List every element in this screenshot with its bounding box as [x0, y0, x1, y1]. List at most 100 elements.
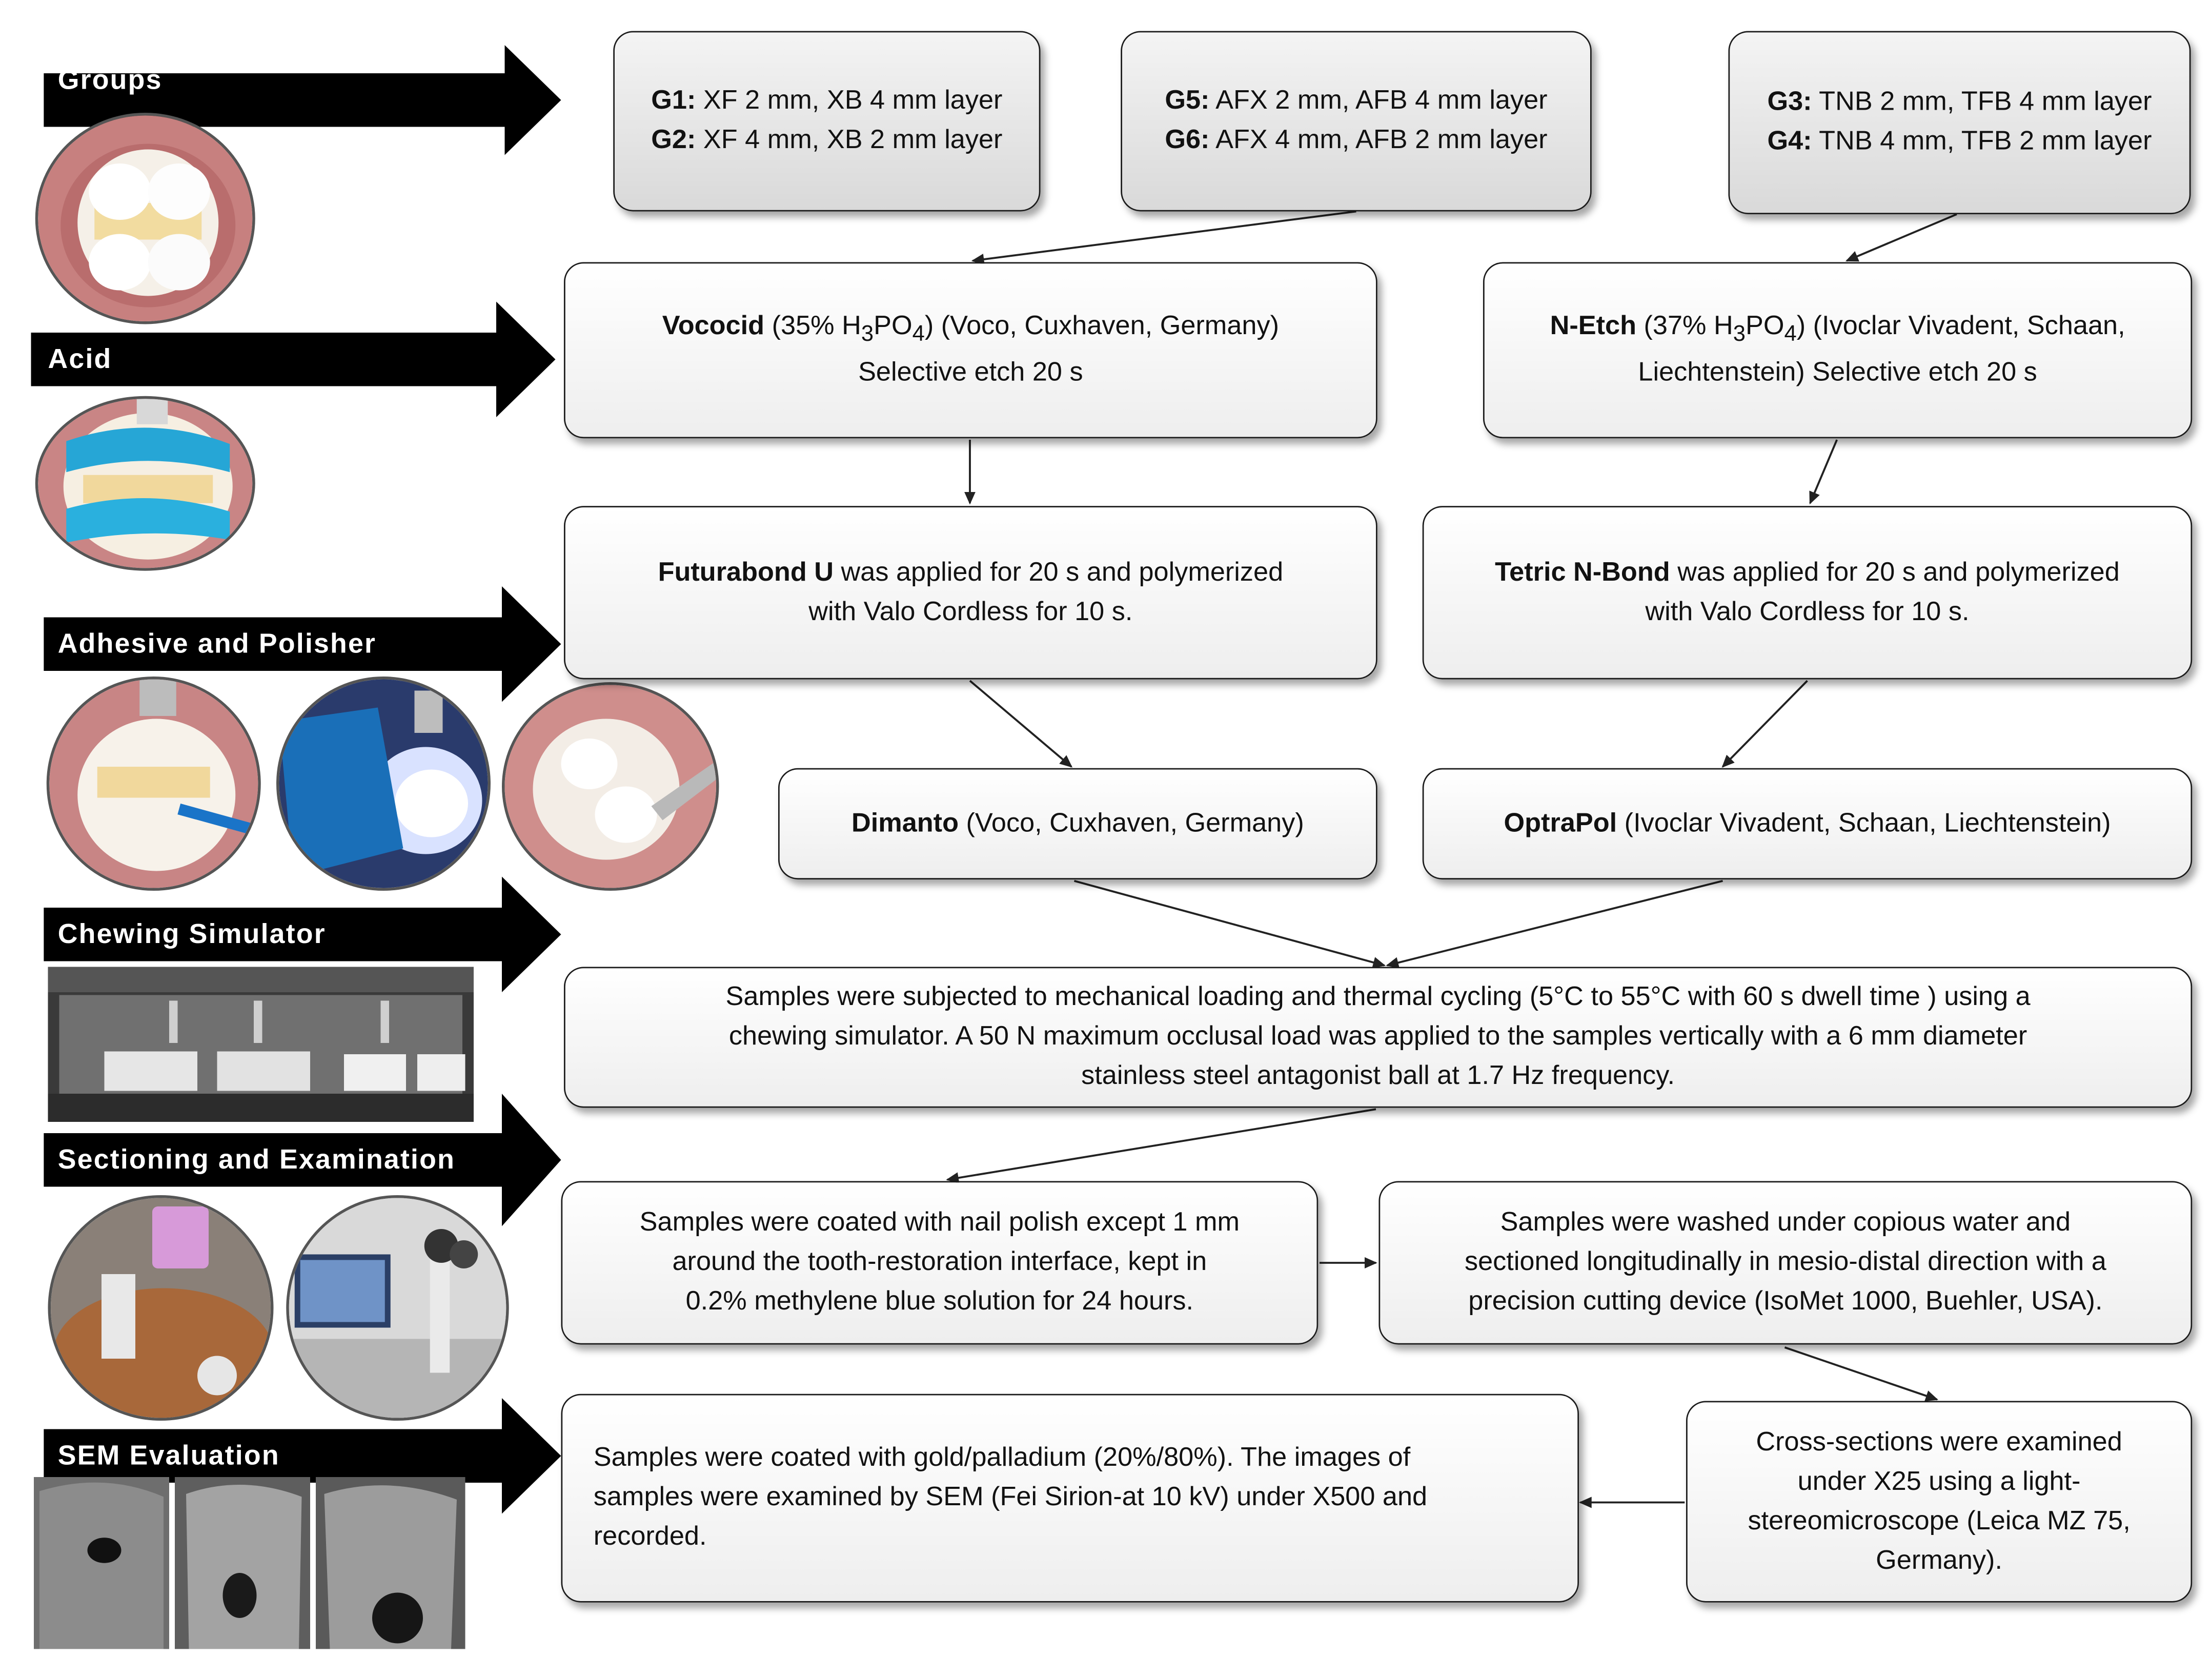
group-box-g5-g6: G5: AFX 2 mm, AFB 4 mm layer G6: AFX 4 m… — [1121, 31, 1592, 212]
stage-label-groups: Groups — [57, 64, 163, 95]
washed-line2: sectioned longitudinally in mesio-distal… — [1464, 1247, 2106, 1277]
connector-optrapol-to-chewing — [1386, 879, 1723, 969]
sem-image-3 — [316, 1477, 465, 1649]
chewing-simulator-box: Samples were subjected to mechanical loa… — [564, 967, 2193, 1108]
sem-line1: Samples were coated with gold/palladium … — [593, 1443, 1411, 1473]
sem-line2: samples were examined by SEM (Fei Sirion… — [593, 1483, 1428, 1512]
adhesive-box-futurabond: Futurabond U was applied for 20 s and po… — [564, 506, 1377, 680]
tetric-text: was applied for 20 s and polymerized — [1670, 557, 2120, 587]
g3-label: G3: — [1767, 87, 1812, 117]
vococid-text-c: ) (Voco, Cuxhaven, Germany) — [924, 311, 1279, 341]
curing-light-photo — [276, 677, 491, 891]
nailpolish-line1: Samples were coated with nail polish exc… — [639, 1207, 1240, 1238]
crosssections-line1: Cross-sections were examined — [1756, 1427, 2122, 1457]
nailpolish-line3: 0.2% methylene blue solution for 24 hour… — [685, 1286, 1194, 1317]
netch-sub-4: 4 — [1784, 322, 1797, 346]
stage-arrow-acid: Acid — [31, 301, 556, 417]
stage-arrow-sem: SEM Evaluation — [44, 1398, 561, 1514]
g4-description: TNB 4 mm, TFB 2 mm layer — [1812, 127, 2152, 157]
g4-label: G4: — [1767, 127, 1812, 157]
sem-image-2 — [175, 1477, 310, 1649]
vococid-name: Vococid — [662, 311, 765, 341]
g5-label: G5: — [1165, 86, 1210, 116]
vococid-text-a: (35% H — [764, 311, 861, 341]
cross-section-box: Cross-sections were examined under X25 u… — [1686, 1401, 2193, 1603]
g5-description: AFX 2 mm, AFB 4 mm layer — [1209, 86, 1548, 116]
g2-label: G2: — [651, 125, 696, 155]
tooth-photo-groups — [35, 113, 255, 324]
connector-netch-to-tetric — [1809, 439, 1838, 505]
chewing-line3: stainless steel antagonist ball at 1.7 H… — [1081, 1061, 1675, 1091]
g6-description: AFX 4 mm, AFB 2 mm layer — [1209, 125, 1548, 155]
connector-washed-to-crosssections — [1784, 1346, 1939, 1402]
stage-label-adhesive-polisher: Adhesive and Polisher — [57, 628, 377, 659]
polisher-box-dimanto: Dimanto (Voco, Cuxhaven, Germany) — [778, 768, 1377, 879]
connector-g3g4-to-netch — [1845, 213, 1957, 262]
tetric-line2: with Valo Cordless for 10 s. — [1645, 597, 1970, 627]
stage-arrow-groups: Groups — [44, 45, 561, 155]
crosssections-line3: stereomicroscope (Leica MZ 75, — [1748, 1506, 2131, 1536]
stage-label-acid: Acid — [48, 343, 112, 375]
vococid-line2: Selective etch 20 s — [858, 358, 1083, 388]
chewing-line1: Samples were subjected to mechanical loa… — [725, 982, 2031, 1012]
connector-g5g6-to-vococid — [971, 210, 1356, 265]
group-box-g1-g2: G1: XF 2 mm, XB 4 mm layer G2: XF 4 mm, … — [613, 31, 1041, 212]
connector-chewing-to-nailpolish — [946, 1108, 1376, 1184]
dimanto-name: Dimanto — [851, 808, 959, 838]
group-box-g3-g4: G3: TNB 2 mm, TFB 4 mm layer G4: TNB 4 m… — [1728, 31, 2191, 214]
netch-line2: Liechtenstein) Selective etch 20 s — [1638, 358, 2037, 388]
tetric-name: Tetric N-Bond — [1495, 557, 1670, 587]
stage-arrow-chewing-simulator: Chewing Simulator — [44, 876, 561, 992]
stereomicroscope-photo — [286, 1195, 509, 1421]
sem-line3: recorded. — [593, 1522, 707, 1552]
g1-description: XF 2 mm, XB 4 mm layer — [696, 86, 1003, 116]
vococid-sub-3: 3 — [861, 322, 874, 346]
netch-text-c: ) (Ivoclar Vivadent, Schaan, — [1796, 311, 2125, 341]
futurabond-line2: with Valo Cordless for 10 s. — [808, 597, 1133, 627]
g3-description: TNB 2 mm, TFB 4 mm layer — [1812, 87, 2152, 117]
vococid-sub-4: 4 — [912, 322, 925, 346]
polisher-box-optrapol: OptraPol (Ivoclar Vivadent, Schaan, Liec… — [1422, 768, 2193, 879]
optrapol-name: OptraPol — [1504, 808, 1617, 838]
netch-name: N-Etch — [1550, 311, 1637, 341]
stage-label-sem: SEM Evaluation — [57, 1440, 280, 1471]
sectioning-box: Samples were washed under copious water … — [1378, 1181, 2193, 1345]
crosssections-line2: under X25 using a light- — [1797, 1466, 2081, 1497]
chewing-simulator-photo — [48, 967, 474, 1122]
g2-description: XF 4 mm, XB 2 mm layer — [696, 125, 1003, 155]
tooth-photo-adhesive — [46, 677, 261, 891]
vococid-text-b: PO — [874, 311, 912, 341]
acid-box-netch: N-Etch (37% H3PO4) (Ivoclar Vivadent, Sc… — [1483, 262, 2193, 439]
polisher-photo — [502, 682, 719, 891]
sem-evaluation-box: Samples were coated with gold/palladium … — [561, 1394, 1579, 1603]
nail-polish-box: Samples were coated with nail polish exc… — [561, 1181, 1319, 1345]
crosssections-line4: Germany). — [1876, 1545, 2002, 1575]
futurabond-name: Futurabond U — [658, 557, 834, 587]
stage-arrow-adhesive-polisher: Adhesive and Polisher — [44, 586, 561, 702]
netch-text-a: (37% H — [1636, 311, 1733, 341]
g6-label: G6: — [1165, 125, 1210, 155]
connector-dimanto-to-chewing — [1073, 879, 1386, 968]
adhesive-box-tetric: Tetric N-Bond was applied for 20 s and p… — [1422, 506, 2193, 680]
futurabond-text: was applied for 20 s and polymerized — [834, 557, 1284, 587]
connector-tetric-to-optrapol — [1721, 680, 1808, 768]
sem-image-1 — [34, 1477, 169, 1649]
g1-label: G1: — [651, 86, 696, 116]
cutting-device-photo — [48, 1195, 274, 1421]
tooth-photo-acid — [35, 396, 255, 571]
dimanto-text: (Voco, Cuxhaven, Germany) — [959, 808, 1304, 838]
chewing-line2: chewing simulator. A 50 N maximum occlus… — [728, 1021, 2027, 1052]
washed-line3: precision cutting device (IsoMet 1000, B… — [1468, 1286, 2103, 1317]
connector-futurabond-to-dimanto — [969, 680, 1073, 768]
nailpolish-line2: around the tooth-restoration interface, … — [672, 1247, 1207, 1277]
washed-line1: Samples were washed under copious water … — [1500, 1207, 2071, 1238]
netch-sub-3: 3 — [1733, 322, 1746, 346]
stage-arrow-sectioning: Sectioning and Examination — [44, 1094, 561, 1226]
stage-label-chewing-simulator: Chewing Simulator — [57, 918, 326, 950]
netch-text-b: PO — [1746, 311, 1784, 341]
acid-box-vococid: Vococid (35% H3PO4) (Voco, Cuxhaven, Ger… — [564, 262, 1377, 439]
stage-label-sectioning: Sectioning and Examination — [57, 1143, 456, 1175]
optrapol-text: (Ivoclar Vivadent, Schaan, Liechtenstein… — [1617, 808, 2111, 838]
